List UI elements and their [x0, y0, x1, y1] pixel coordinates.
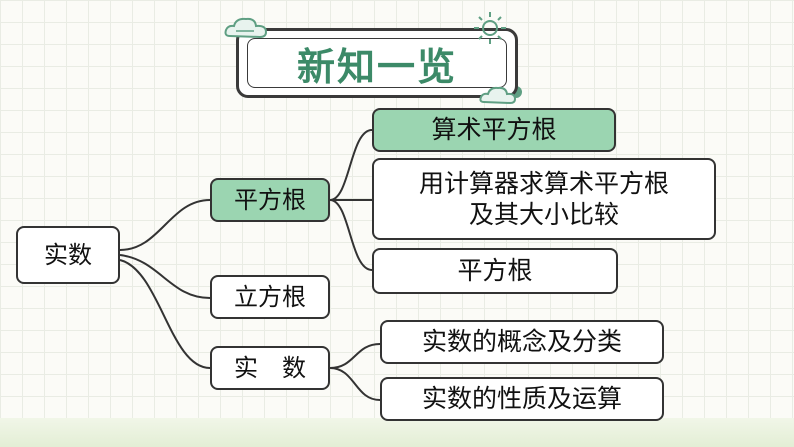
- node-arithmetic-square-root: 算术平方根: [372, 108, 616, 152]
- title-banner: [236, 28, 518, 98]
- link-root-realnumber: [119, 259, 211, 369]
- node-real-numbers-root: 实数: [16, 226, 120, 284]
- node-concept-classification: 实数的概念及分类: [380, 320, 664, 364]
- link-root-cuberoot: [119, 254, 211, 299]
- node-calculator-line2: 及其大小比较: [468, 200, 619, 229]
- cloud-icon: [479, 86, 517, 105]
- page-title: 新知一览: [296, 43, 457, 89]
- node-cube-root: 立方根: [210, 275, 330, 319]
- node-real-number: 实 数: [210, 346, 330, 390]
- link-sqrt-arith: [329, 129, 373, 201]
- sun-icon: [474, 12, 506, 44]
- link-root-squareroot: [119, 199, 211, 251]
- node-square-root-leaf: 平方根: [372, 248, 618, 294]
- cloud-icon: [224, 17, 268, 39]
- node-square-root: 平方根: [210, 178, 330, 222]
- link-sqrt-leaf: [329, 199, 373, 271]
- node-calculator-line1: 用计算器求算术平方根: [418, 168, 669, 198]
- node-property-operation: 实数的性质及运算: [380, 377, 664, 421]
- footer-band: [0, 418, 794, 447]
- link-real-property: [329, 367, 381, 401]
- node-calculator-comparison: 用计算器求算术平方根 及其大小比较: [372, 158, 716, 240]
- link-real-concept: [329, 343, 381, 369]
